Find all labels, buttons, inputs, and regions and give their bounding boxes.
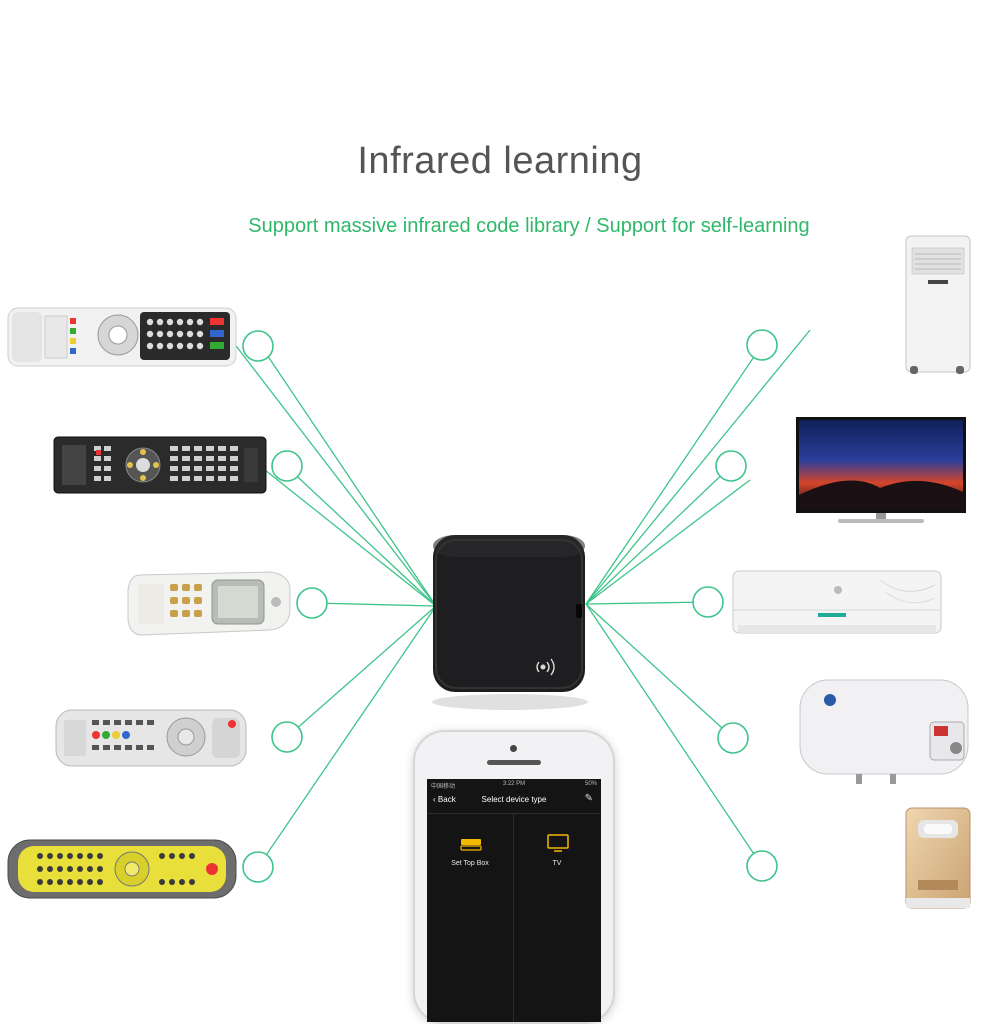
tile-label: Set Top Box	[451, 860, 489, 867]
link-line-left-7	[264, 469, 437, 607]
node-circle	[242, 851, 274, 883]
remote-black-icon	[53, 436, 267, 494]
water-heater-icon	[799, 679, 969, 784]
node-circle	[296, 587, 328, 619]
node-circle	[271, 721, 303, 753]
page-subtitle: Support massive infrared code library / …	[248, 215, 810, 237]
link-line-left-6	[219, 324, 437, 607]
node-circle	[715, 450, 747, 482]
ac-remote-icon	[127, 571, 291, 636]
nav-title: Select device type	[481, 795, 547, 804]
link-line-right-7	[585, 479, 751, 605]
status-carrier: 中国移动	[431, 784, 456, 790]
set-top-box-icon	[460, 839, 482, 851]
node-circle	[271, 450, 303, 482]
link-line-right-5	[585, 603, 763, 867]
chevron-left-icon: ‹	[433, 795, 436, 804]
ir-hub-device	[432, 535, 588, 710]
link-line-right-2	[585, 465, 732, 605]
tv-remote-white-icon	[7, 307, 237, 367]
phone-screen: 中国移动 3:22 PM 50% Select device type ‹ Ba…	[427, 779, 601, 1022]
tv-icon	[547, 834, 569, 852]
back-label: Back	[437, 795, 456, 804]
split-air-conditioner-icon	[732, 570, 942, 634]
link-line-right-4	[585, 603, 734, 739]
smartphone: 中国移动 3:22 PM 50% Select device type ‹ Ba…	[413, 730, 615, 1024]
node-circle	[692, 586, 724, 618]
status-time: 3:22 PM	[502, 781, 526, 787]
nav-bar: Select device type ‹ Back ✎	[427, 791, 601, 811]
back-button[interactable]: ‹ Back	[433, 795, 456, 804]
status-battery: 50%	[584, 781, 597, 787]
remote-silver-icon	[55, 709, 247, 767]
front-camera	[510, 745, 517, 752]
wifi-signal-icon	[536, 658, 555, 676]
tile-label: TV	[552, 860, 562, 867]
link-line-right-3	[585, 601, 709, 605]
connection-nodes	[242, 329, 778, 883]
link-line-left-4	[286, 605, 437, 738]
link-line-left-3	[311, 602, 437, 607]
flat-tv-icon	[796, 417, 966, 523]
tile-tv[interactable]: TV	[514, 814, 600, 1022]
link-line-right-6	[585, 329, 811, 605]
remote-yellow-icon	[7, 839, 237, 899]
node-circle	[746, 850, 778, 882]
node-circle	[717, 722, 749, 754]
link-line-left-1	[260, 345, 437, 607]
node-circle	[746, 329, 778, 361]
earpiece-speaker	[487, 760, 541, 765]
node-circle	[242, 330, 274, 362]
link-line-left-2	[286, 466, 437, 607]
portable-air-conditioner-icon	[905, 235, 971, 374]
status-bar: 中国移动 3:22 PM 50%	[427, 779, 601, 791]
link-line-right-1	[585, 344, 763, 605]
link-line-left-5	[257, 605, 437, 868]
tile-set-top-box[interactable]: Set Top Box	[427, 814, 514, 1022]
edit-icon[interactable]: ✎	[584, 793, 593, 804]
illustration-scene	[7, 235, 971, 909]
air-purifier-icon	[905, 807, 971, 909]
page-title: Infrared learning	[357, 140, 643, 182]
device-type-grid: Set Top Box TV	[427, 813, 601, 1022]
connection-lines	[219, 324, 811, 868]
